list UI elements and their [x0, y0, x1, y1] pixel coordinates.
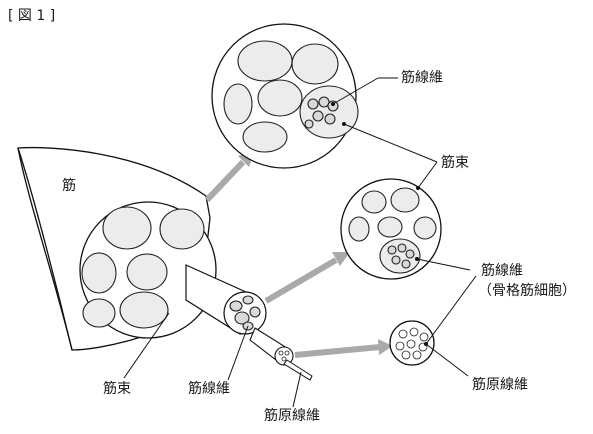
label-fiber-right-line1: 筋線維: [481, 262, 523, 279]
label-muscle: 筋: [62, 177, 76, 194]
top-fiber: [237, 40, 293, 82]
tube-fiber: [229, 300, 243, 312]
bundle-section: [126, 253, 168, 291]
top-fiber: [291, 43, 339, 85]
leader-right-fiber: [416, 258, 471, 271]
right-fiber: [348, 216, 370, 242]
figure-label: [ 図 1 ]: [8, 8, 55, 24]
label-bundle-bottom: 筋束: [103, 380, 131, 397]
right-fibril: [391, 255, 401, 265]
top-fibril: [312, 110, 324, 122]
top-fiber: [242, 121, 288, 153]
arrow-to-right-bundle: [264, 252, 350, 304]
right-fiber: [413, 216, 437, 240]
top-fibril: [318, 96, 330, 108]
label-myofibril-right: 筋原線維: [472, 376, 528, 393]
right-fibril: [401, 259, 411, 269]
myofibril-filament: [398, 329, 408, 339]
myofibril-rod: [283, 359, 313, 381]
top-fibril: [324, 113, 336, 125]
tube-fibril: [284, 350, 290, 356]
label-fiber-bottom: 筋線維: [188, 380, 230, 397]
myofibril-filament: [395, 341, 405, 351]
myofibril-filament: [409, 327, 419, 337]
label-bundle-right: 筋束: [441, 154, 469, 171]
right-fibril: [397, 243, 407, 253]
top-fiber: [223, 83, 253, 125]
top-fibril: [307, 98, 319, 110]
leader-bottom-fiber: [227, 325, 249, 381]
arrow-to-myofibril: [294, 339, 393, 358]
right-fibril: [405, 249, 415, 259]
bundle-section: [102, 206, 152, 250]
top-fiber: [257, 79, 303, 117]
tube-fiber: [242, 295, 254, 305]
right-fibril: [387, 245, 397, 255]
leader-lines: [123, 77, 477, 408]
leader-myofibril: [425, 343, 469, 377]
myofibril-filament: [419, 332, 429, 342]
leader-right-bundle: [417, 161, 438, 189]
right-fiber: [361, 190, 387, 214]
leader-bottom-bundle: [123, 312, 170, 379]
bundle-section: [81, 252, 117, 294]
right-fiber: [390, 187, 420, 213]
top-fiber: [299, 85, 359, 139]
myofibril-filament: [401, 350, 411, 360]
tube-fibril: [278, 350, 284, 356]
top-fibril: [304, 119, 314, 129]
leader-top-bundle: [343, 123, 438, 163]
tube-fiber: [249, 306, 261, 318]
bundle-section: [119, 291, 169, 329]
myofibril-filament: [406, 339, 416, 349]
myofibril-filament: [412, 350, 422, 360]
leader-top-fiber: [332, 77, 379, 105]
leader-bottom-myofibril: [292, 371, 302, 408]
tube-fibril: [281, 356, 287, 362]
bundle-section: [82, 298, 116, 328]
bundle-section: [159, 208, 205, 250]
muscle-lower-edge: [17, 147, 73, 351]
tube-fiber: [234, 311, 250, 325]
label-fiber-right-line2: （骨格筋細胞）: [478, 282, 576, 299]
label-myofibril-bottom: 筋原線維: [264, 407, 320, 424]
right-fiber: [377, 216, 403, 238]
label-fiber-top: 筋線維: [401, 69, 443, 86]
